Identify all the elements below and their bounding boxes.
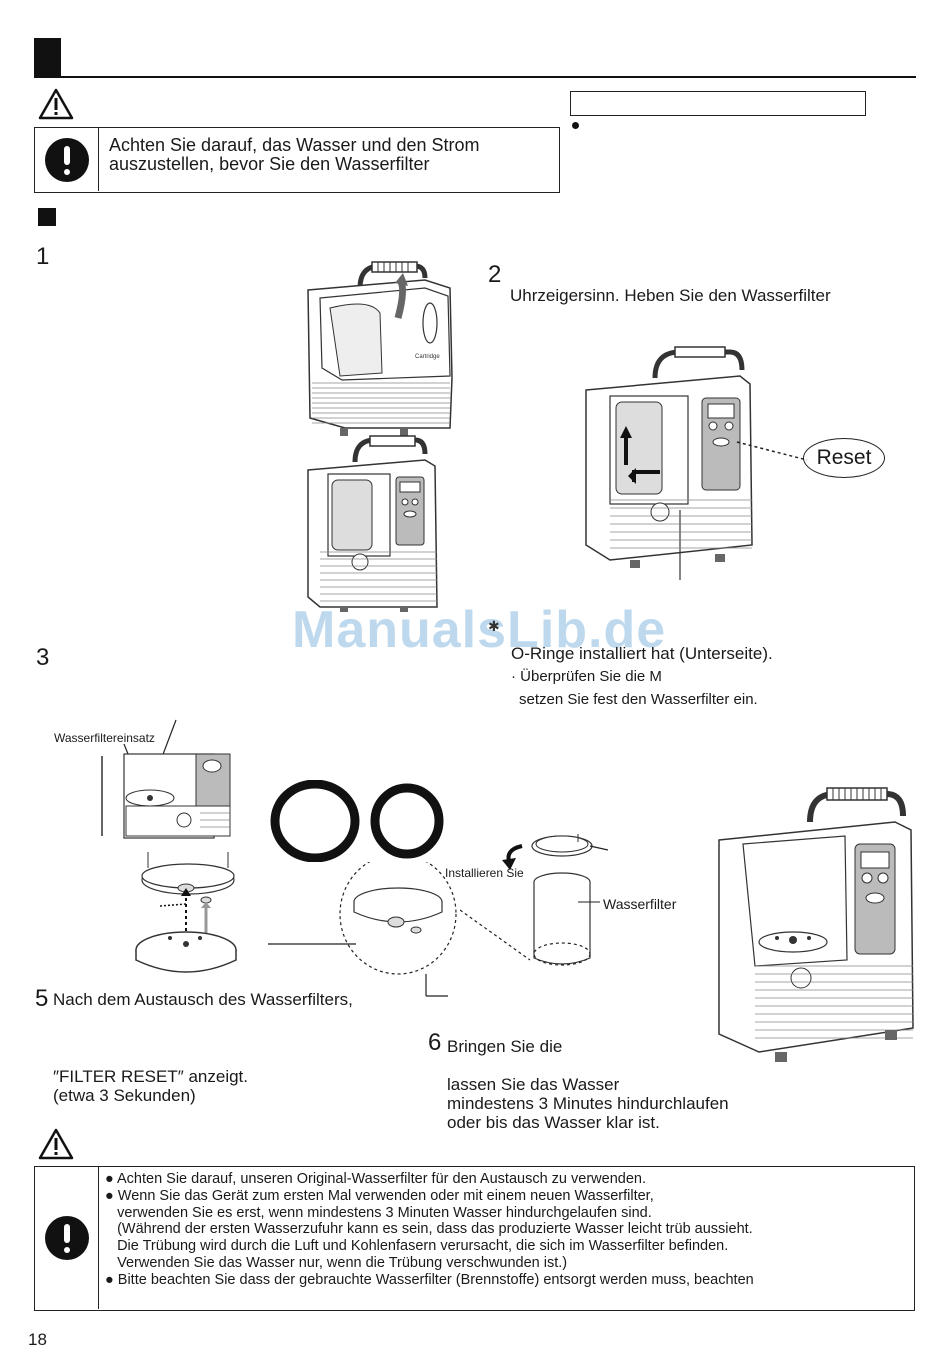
step-6-line4: oder bis das Wasser klar ist. — [447, 1113, 660, 1132]
water-filter-label: Wasserfilter — [603, 896, 677, 912]
step-2-number: 2 — [488, 261, 502, 288]
warning-triangle-icon — [38, 1128, 74, 1160]
reset-callout-line — [736, 441, 808, 461]
filter-insert-label: Wasserfiltereinsatz — [54, 731, 155, 745]
step-6-number: 6 — [428, 1029, 442, 1056]
caution-box: ● Achten Sie darauf, unseren Original-Wa… — [34, 1166, 915, 1311]
install-label: Installieren Sie — [445, 866, 524, 880]
assembled-unit-illustration — [718, 787, 914, 1062]
step1-unit-open-illustration — [307, 435, 438, 612]
filter-insert-exploded-illustration — [135, 852, 237, 973]
exclamation-circle-icon — [44, 137, 89, 182]
header-rule — [34, 76, 916, 78]
o-rings-illustration — [270, 780, 444, 862]
step-1-number: 1 — [36, 243, 50, 270]
warning-icon-cell — [35, 128, 99, 191]
step-5-line2: ″FILTER RESET″ anzeigt. — [53, 1067, 249, 1086]
warning-text-2: auszustellen, bevor Sie den Wasserfilter — [109, 154, 430, 174]
step1-unit-cover-illustration: Cartridge — [307, 261, 453, 436]
warning-text-1: Achten Sie darauf, das Wasser und den St… — [109, 135, 480, 155]
step2-unit-filter-removal-illustration — [585, 346, 753, 580]
caution-icon-cell — [35, 1167, 99, 1309]
step-5-text: Nach dem Austausch des Wasserfilters, — [53, 990, 353, 1009]
warning-box: Achten Sie darauf, das Wasser und den St… — [34, 127, 560, 193]
installation-closeup-illustration — [268, 862, 457, 997]
step-3-number: 3 — [36, 644, 50, 671]
step-6-line2: lassen Sie das Wasser — [447, 1075, 620, 1094]
page-number: 18 — [28, 1330, 47, 1349]
step-6-text: Bringen Sie die — [447, 1037, 563, 1056]
step-4-line2: · Überprüfen Sie die M — [511, 668, 662, 685]
svg-text:Cartridge: Cartridge — [415, 354, 440, 360]
step-6-line3: mindestens 3 Minutes hindurchlaufen — [447, 1094, 729, 1113]
step-5-number: 5 — [35, 985, 49, 1012]
step-4-line1: O-Ringe installiert hat (Unterseite). — [511, 644, 773, 663]
reset-label-text: Reset — [816, 446, 872, 469]
watermark: ManualsLib.de — [292, 601, 667, 659]
exclamation-circle-icon — [44, 1216, 89, 1260]
water-filter-illustration — [460, 834, 609, 966]
step3-unit-closeup-illustration — [101, 719, 231, 839]
subsection-marker — [38, 208, 56, 226]
step-2-text: Uhrzeigersinn. Heben Sie den Wasserfilte… — [510, 286, 831, 305]
step-4-number: ✱ — [488, 618, 500, 634]
step-5-line3: (etwa 3 Sekunden) — [53, 1086, 196, 1105]
info-bullet — [572, 122, 579, 129]
section-marker — [34, 38, 61, 78]
info-frame — [570, 91, 866, 116]
reset-button-label: Reset — [803, 438, 885, 478]
warning-triangle-icon — [38, 88, 74, 120]
caution-items: ● Achten Sie darauf, unseren Original-Wa… — [105, 1171, 754, 1288]
step-4-line3: setzen Sie fest den Wasserfilter ein. — [519, 691, 758, 708]
